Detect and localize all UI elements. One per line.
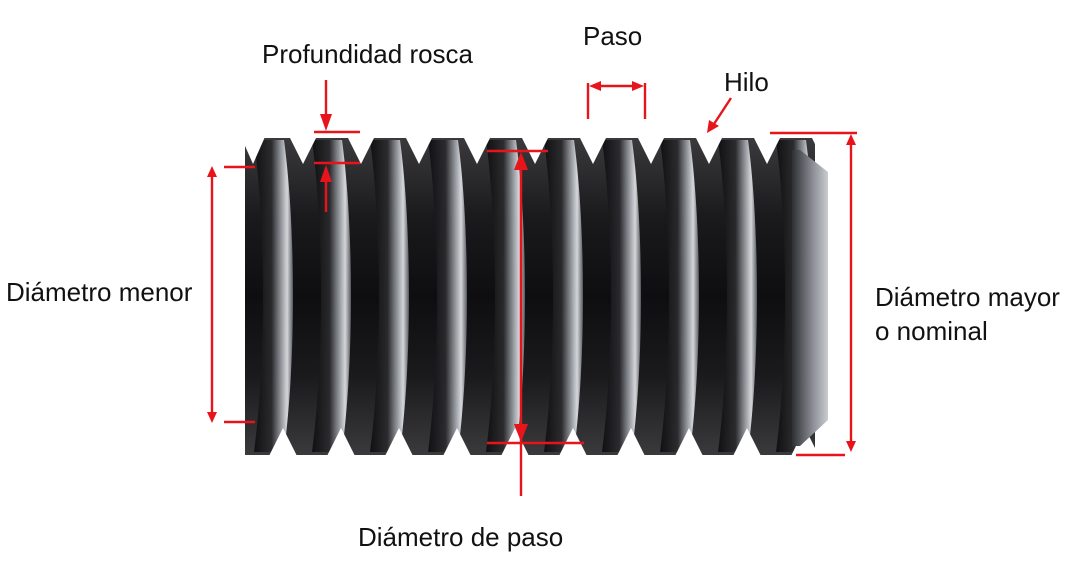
minor-diameter-arrow-up [207, 166, 217, 177]
thread-notch-top [460, 130, 494, 164]
thread-notch-bottom [440, 428, 474, 462]
thread-ridge [370, 140, 409, 452]
pitch-arrow-right [632, 81, 644, 91]
major-diameter-arrow-up [846, 134, 856, 145]
pitch-arrow-left [589, 81, 601, 91]
pitch-diameter-arrow-up [514, 152, 528, 170]
thread-notch-bottom [324, 428, 358, 462]
minor-diameter-arrow-down [207, 412, 217, 423]
thread-notch-top [344, 130, 378, 164]
thread-ridge [602, 140, 641, 452]
thread-notch-bottom [266, 428, 300, 462]
pitch-diameter-label: Diámetro de paso [358, 522, 564, 552]
thread-label: Hilo [724, 67, 769, 97]
thread-notch-bottom [382, 428, 416, 462]
thread-notch-top [634, 130, 668, 164]
thread-notch-top [286, 130, 320, 164]
pitch-diameter-arrow-down [514, 424, 528, 442]
major-diameter-label: Diámetro mayor o nominal [875, 280, 1060, 348]
pitch-label: Paso [583, 21, 643, 51]
thread-depth-arrow-up [320, 165, 332, 182]
thread-ridge [486, 140, 525, 452]
thread-depth-arrow-down [320, 114, 332, 131]
thread-notch-bottom [556, 428, 590, 462]
thread-notch-top [402, 130, 436, 164]
thread-ridge [312, 140, 351, 452]
minor-diameter-label: Diámetro menor [6, 277, 193, 307]
thread-ridge [254, 140, 293, 452]
thread-ridge [544, 140, 583, 452]
dimension-lines [207, 80, 857, 496]
thread-notch-top [808, 130, 842, 164]
screw-end-chamfer [792, 150, 828, 446]
thread-notch-top [692, 130, 726, 164]
thread-pointer-arrow [707, 120, 719, 133]
thread-notch-bottom [788, 428, 822, 462]
thread-ridge [660, 140, 699, 452]
thread-depth-label: Profundidad rosca [262, 39, 474, 69]
thread-notch-bottom [614, 428, 648, 462]
major-diameter-arrow-down [846, 441, 856, 452]
thread-notch-bottom [498, 428, 532, 462]
thread-notch-top [750, 130, 784, 164]
major-diameter-label-line2: o nominal [875, 316, 988, 346]
thread-notch-bottom [672, 428, 706, 462]
thread-ridge [428, 140, 467, 452]
thread-notch-top [238, 130, 268, 164]
thread-notch-bottom [730, 428, 764, 462]
thread-teeth-top [238, 130, 842, 164]
thread-notch-top [518, 130, 552, 164]
thread-ridge [718, 140, 757, 452]
major-diameter-label-line1: Diámetro mayor [875, 282, 1060, 312]
thread-teeth-bottom [266, 428, 822, 462]
thread-pointer-line [712, 97, 733, 125]
thread-notch-top [576, 130, 610, 164]
